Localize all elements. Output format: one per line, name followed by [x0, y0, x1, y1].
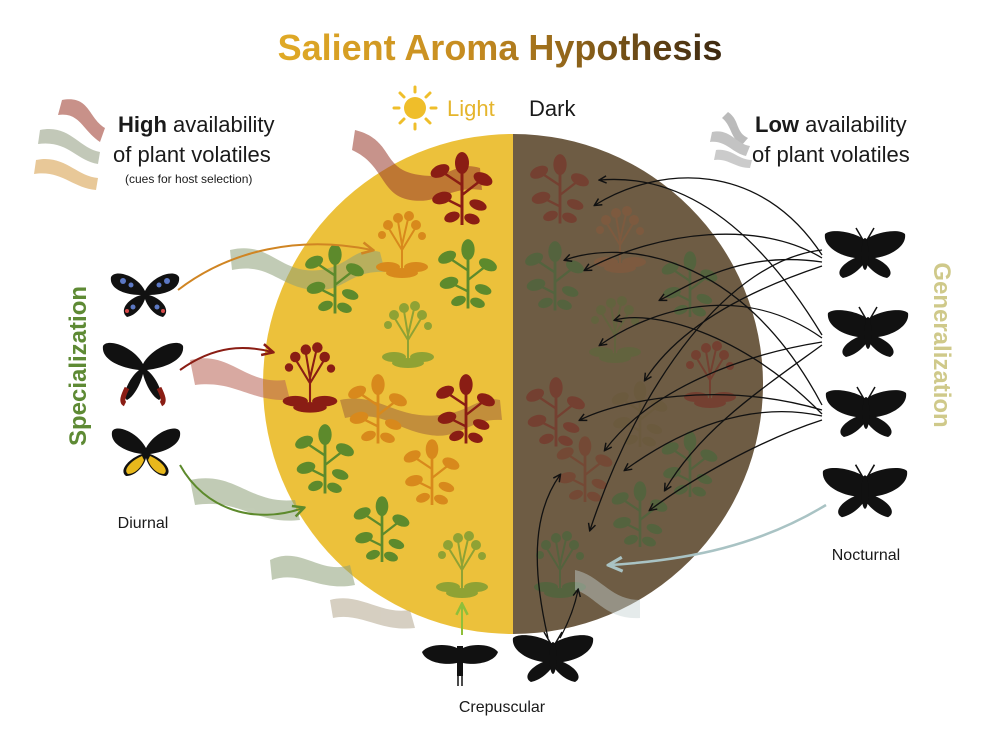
low-availability-line1: Low availability	[755, 112, 907, 137]
diurnal-arrow	[179, 464, 303, 515]
diurnal-arrow	[179, 348, 272, 371]
moth-icon	[822, 463, 908, 518]
moth-icon	[422, 645, 498, 686]
odor-plume-icon	[710, 112, 752, 168]
moon-icon	[601, 93, 624, 125]
high-label: High	[118, 112, 167, 137]
high-availability-line2: of plant volatiles	[113, 142, 271, 167]
odor-plume-icon	[34, 99, 105, 190]
butterfly-icon	[111, 428, 181, 476]
dark-label: Dark	[529, 96, 576, 121]
light-label: Light	[447, 96, 495, 121]
generalization-label: Generalization	[928, 262, 955, 427]
low-availability-text: availability	[799, 112, 907, 137]
moth-icon	[827, 306, 909, 358]
butterfly-icon	[110, 273, 180, 317]
crepuscular-label: Crepuscular	[459, 699, 546, 716]
moth-icon	[825, 386, 907, 438]
odor-plume-icon	[190, 130, 502, 629]
high-availability-note: (cues for host selection)	[125, 172, 252, 186]
nocturnal-arrows	[565, 178, 823, 530]
nocturnal-specialist-arrow	[610, 503, 827, 565]
odor-plume-icon	[575, 570, 640, 619]
diagram-title: Salient Aroma Hypothesis	[278, 27, 723, 68]
low-label: Low	[755, 112, 800, 137]
high-availability-text: availability	[167, 112, 275, 137]
moth-icon	[512, 631, 594, 683]
high-availability-line1: High availability	[118, 112, 275, 137]
specialization-label: Specialization	[65, 286, 92, 446]
crepuscular-arrows	[536, 475, 578, 639]
moth-icon	[824, 227, 906, 279]
diurnal-arrow	[177, 244, 372, 291]
diurnal-label: Diurnal	[118, 515, 169, 532]
low-availability-line2: of plant volatiles	[752, 142, 910, 167]
nocturnal-label: Nocturnal	[832, 547, 900, 564]
sun-icon	[392, 85, 438, 131]
butterfly-icon	[102, 342, 184, 407]
